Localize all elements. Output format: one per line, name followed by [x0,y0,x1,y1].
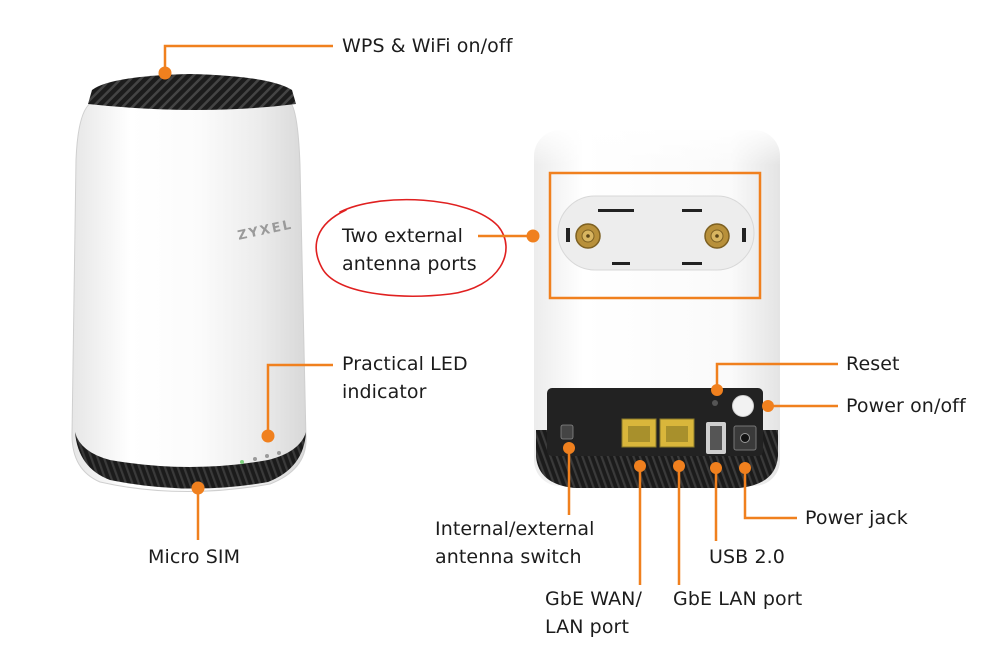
reset-button [712,400,718,406]
power-button [732,395,754,417]
leader-jack [743,468,797,520]
antenna-connector-left [575,223,601,249]
label-antenna-switch: Internal/external antenna switch [435,518,595,568]
leader-led [266,363,333,436]
leader-reset [715,362,838,390]
antenna-connector-right [704,223,730,249]
front-router-top-vent [88,74,296,110]
label-reset: Reset [846,353,900,375]
label-power-jack: Power jack [805,507,908,529]
front-router: ZYXEL [71,74,307,492]
leader-lines [163,44,838,585]
leader-wps [163,44,333,72]
front-router-base-vent [75,432,306,489]
label-wps-wifi: WPS & WiFi on/off [342,35,513,57]
leader-dots [158,66,774,495]
label-usb: USB 2.0 [709,546,785,568]
antenna-plate [557,195,755,271]
front-led-indicators [240,451,281,464]
label-power-onoff: Power on/off [846,395,966,417]
antenna-switch [560,424,574,440]
antenna-highlight-box [548,171,762,300]
label-led-indicator: Practical LED indicator [342,353,468,403]
label-wan-lan-port: GbE WAN/ LAN port [545,588,642,638]
back-router [528,125,786,488]
label-lan-port: GbE LAN port [673,588,803,610]
label-antenna-ports: Two external antenna ports [342,225,477,275]
antenna-callout-circle [315,198,507,297]
label-micro-sim: Micro SIM [148,546,241,568]
